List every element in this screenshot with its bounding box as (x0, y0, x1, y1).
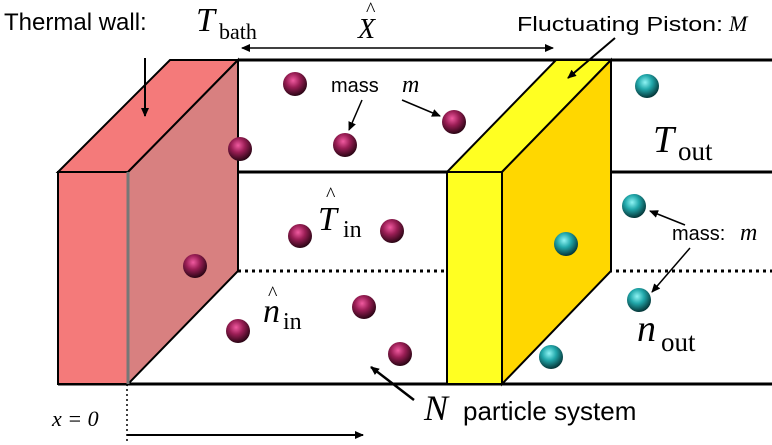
n-out-symbol: n (637, 308, 656, 350)
n-in-accent: ^ (268, 283, 278, 305)
piston-arrow (567, 37, 616, 79)
particle-inside (442, 110, 466, 134)
particle-inside (333, 133, 357, 157)
piston-mass-symbol: M (728, 11, 749, 36)
particle-inside (283, 72, 307, 96)
t-in-subscript: in (343, 217, 362, 243)
outside-particles (539, 74, 659, 369)
mass-inside-label: mass m (331, 72, 419, 98)
t-bath-subscript: bath (219, 19, 257, 44)
x-origin-label: x = 0 (51, 406, 99, 431)
particle-inside (226, 319, 250, 343)
n-in-subscript: in (283, 309, 302, 335)
particle-inside (288, 224, 312, 248)
t-in-label: T ^ in (318, 184, 362, 243)
piston-label: Fluctuating Piston: M (517, 11, 749, 36)
t-out-symbol: T (653, 119, 677, 161)
mass-in-arrow-right (401, 99, 441, 117)
thermal-wall-front (57, 171, 129, 385)
inside-particles (183, 72, 466, 366)
n-particles-symbol: N (423, 388, 450, 428)
n-in-label: n ^ in (263, 283, 302, 335)
particle-inside (228, 137, 252, 161)
piston-side (501, 57, 612, 387)
mass-inside-text: mass (331, 75, 379, 97)
n-out-label: n out (637, 308, 696, 357)
mass-in-arrow-left (348, 99, 363, 131)
thermal-wall (55, 57, 241, 387)
particle-outside (539, 345, 563, 369)
particle-outside (622, 194, 646, 218)
particle-inside (388, 342, 412, 366)
fluctuating-piston (444, 57, 614, 387)
t-bath-symbol: T (196, 2, 217, 39)
mass-outside-text: mass: (672, 223, 725, 245)
particle-outside (635, 74, 659, 98)
thermal-wall-label: Thermal wall: T bath (4, 2, 257, 44)
mass-outside-label: mass: m (672, 220, 757, 246)
x-hat-label: X ^ (357, 0, 376, 45)
particle-outside (627, 288, 651, 312)
piston-front (446, 171, 503, 385)
mass-out-arrow-lower (651, 247, 691, 293)
piston-text: Fluctuating Piston: (517, 14, 723, 36)
particle-inside (183, 254, 207, 278)
particle-system-text: particle system (463, 396, 636, 426)
t-in-symbol: T (318, 201, 339, 238)
x-hat-symbol: X (357, 14, 376, 45)
mass-out-arrow-upper (649, 210, 686, 226)
t-out-subscript: out (678, 136, 713, 166)
n-out-subscript: out (661, 327, 696, 357)
particle-system-arrow (370, 366, 415, 401)
x-hat-accent: ^ (366, 0, 376, 21)
n-in-symbol: n (263, 293, 280, 330)
particle-inside (352, 295, 376, 319)
particle-system-label: N particle system (423, 388, 636, 428)
particle-inside (380, 219, 404, 243)
t-in-accent: ^ (326, 184, 336, 206)
thermal-wall-text: Thermal wall: (4, 9, 147, 36)
t-out-label: T out (653, 119, 713, 166)
mass-inside-symbol: m (402, 72, 419, 98)
particle-outside (554, 232, 578, 256)
mass-outside-symbol: m (740, 220, 757, 246)
